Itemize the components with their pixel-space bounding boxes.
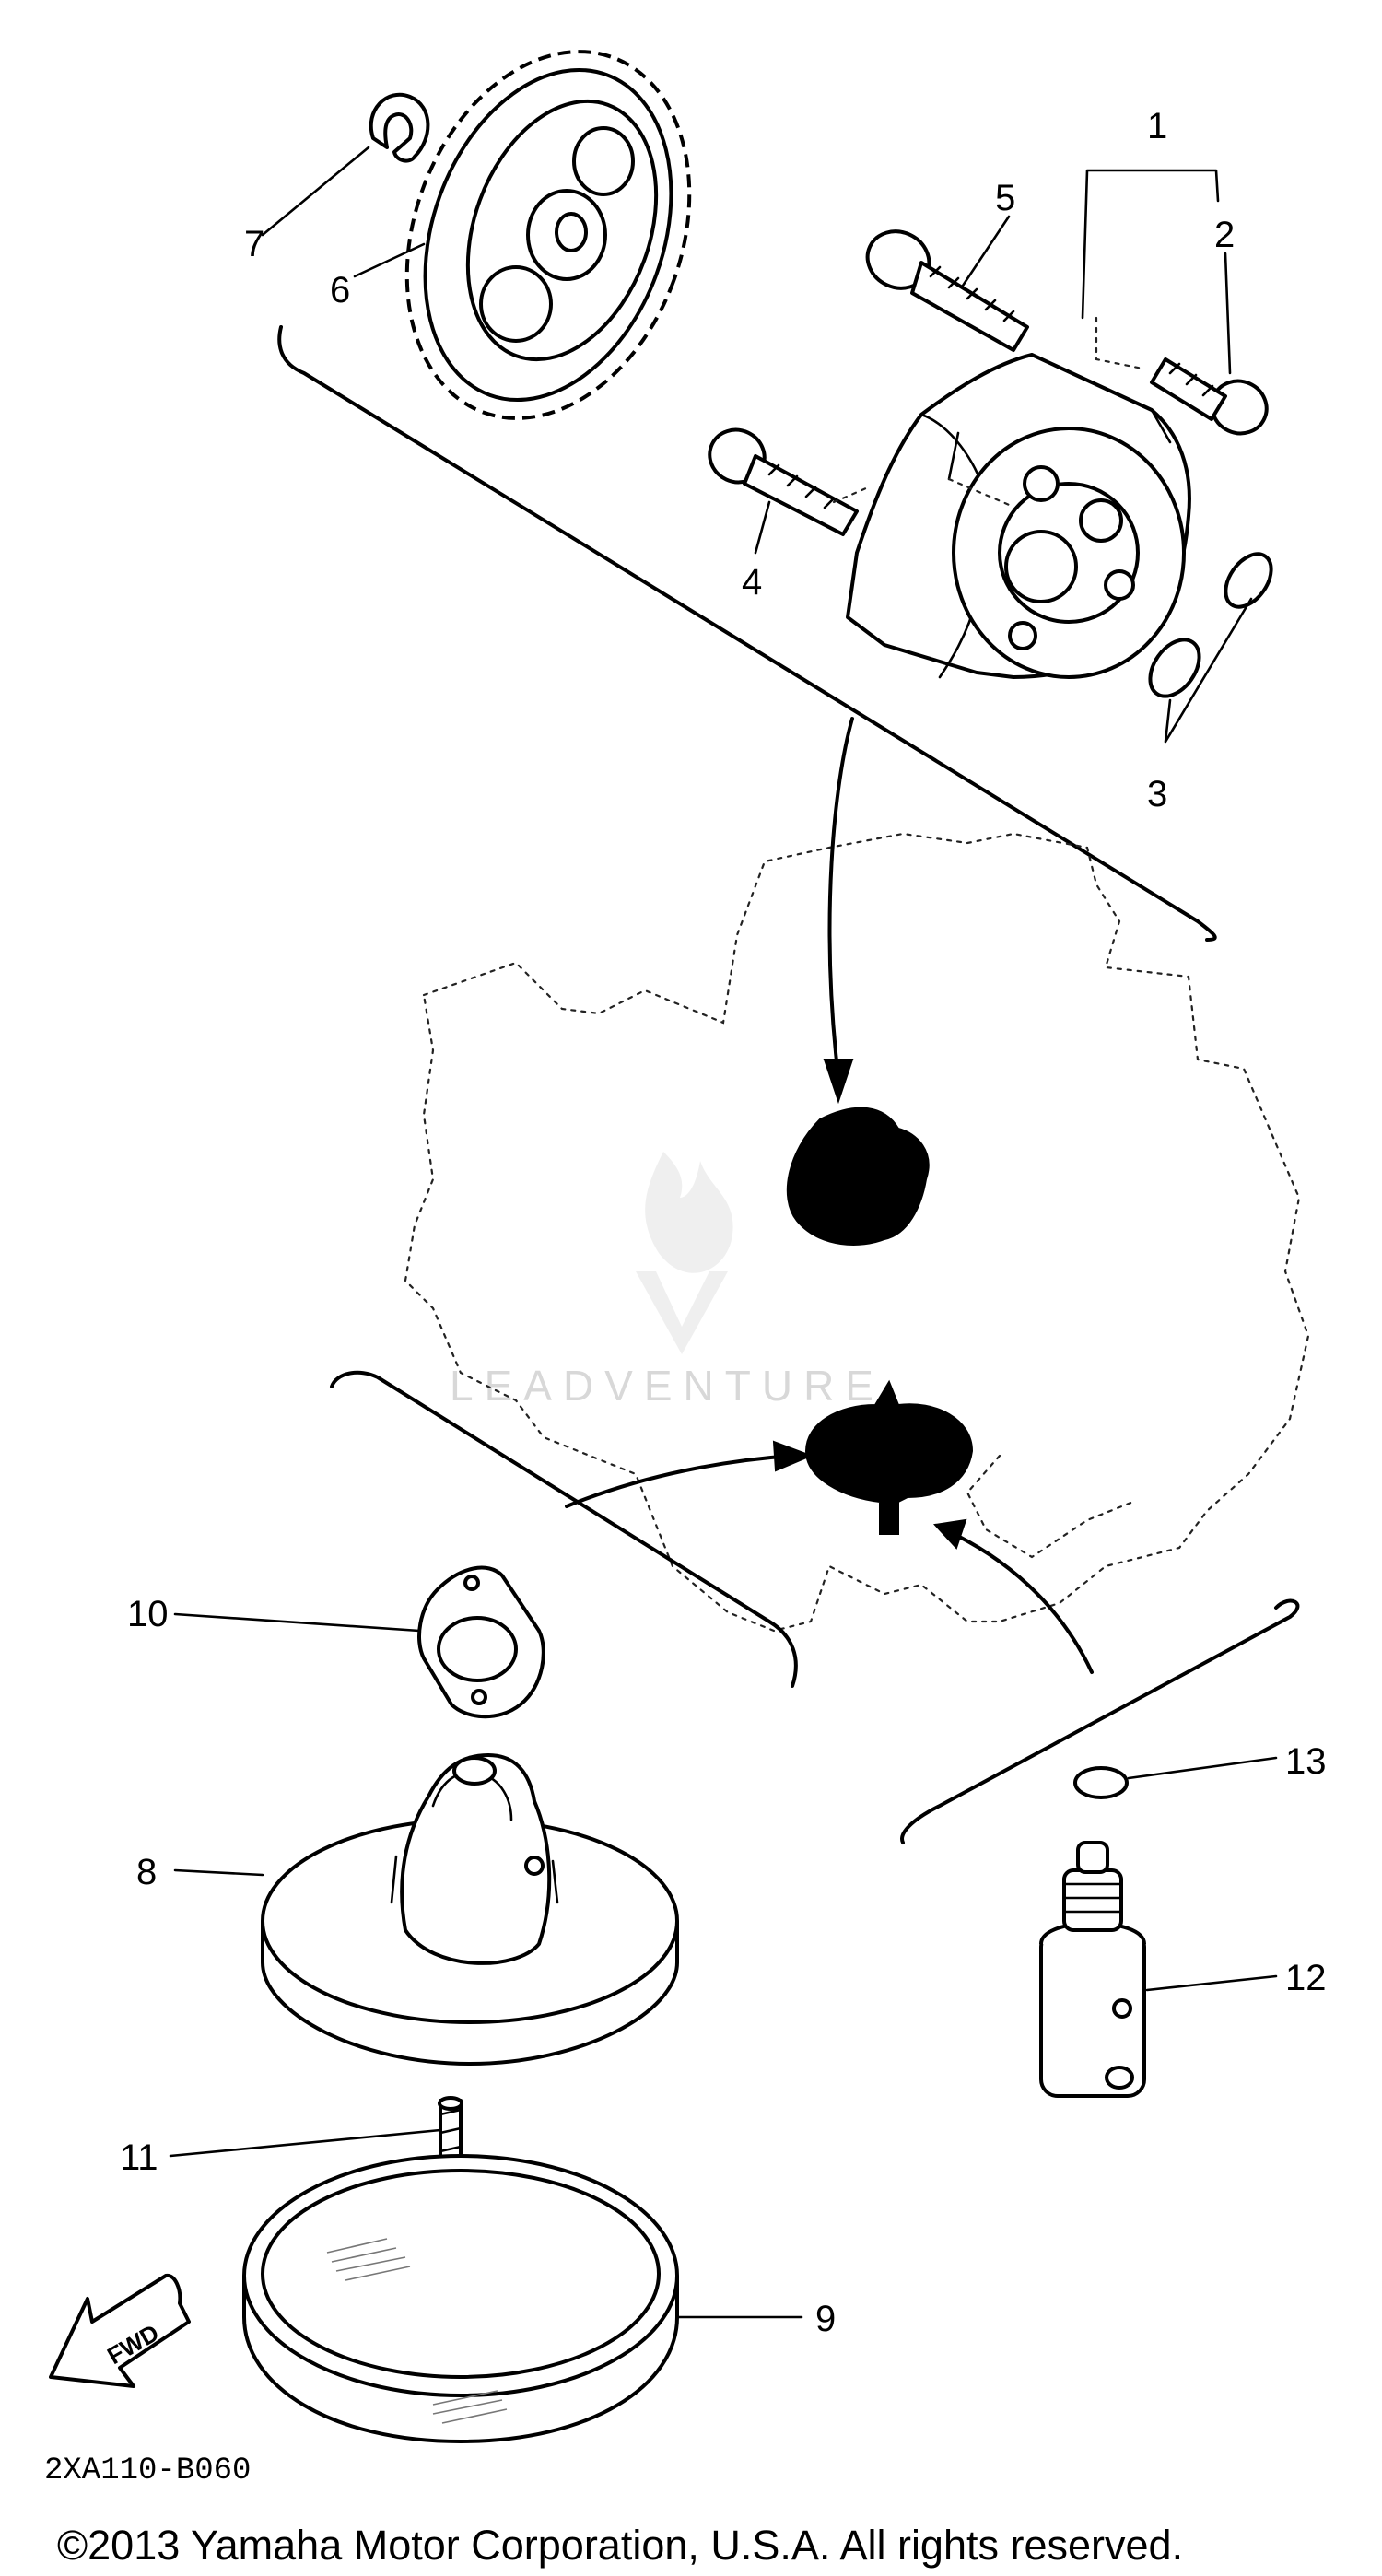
relief-valve-12 <box>1039 1841 1146 2098</box>
forward-direction-arrow: FWD <box>49 2273 191 2388</box>
lower-right-bracket <box>900 1598 1300 1844</box>
copyright-notice: ©2013 Yamaha Motor Corporation, U.S.A. A… <box>57 2522 1183 2569</box>
strainer-housing-8 <box>261 1753 679 2066</box>
strainer-arrow-head <box>772 1440 814 1472</box>
strainer-screen-9 <box>242 2154 679 2443</box>
callout-3: 3 <box>1147 774 1167 814</box>
callout-8: 8 <box>136 1852 157 1892</box>
pump-arrow <box>827 717 854 1080</box>
o-ring-13 <box>1073 1766 1129 1799</box>
callout-1: 1 <box>1147 106 1167 146</box>
bolt-5 <box>865 229 1029 352</box>
callout-7: 7 <box>244 224 264 264</box>
pump-arrow-head <box>823 1059 854 1105</box>
strainer-arrow <box>565 1454 794 1508</box>
relief-arrow-head <box>932 1518 967 1550</box>
callout-13: 13 <box>1285 1741 1327 1782</box>
gasket-10 <box>417 1565 545 1719</box>
engine-outline-inner <box>966 1454 1135 1559</box>
callout-6: 6 <box>330 270 350 310</box>
leader-lines <box>169 146 1278 2319</box>
bolt-4 <box>708 427 859 536</box>
pump-gear-6 <box>404 50 692 420</box>
engine-outline <box>404 832 1310 1633</box>
o-rings-3 <box>1148 552 1273 698</box>
engine-pump-port <box>786 1107 930 1246</box>
callout-2: 2 <box>1214 215 1235 255</box>
alignment-lines <box>832 316 1144 509</box>
callout-11: 11 <box>120 2137 158 2178</box>
callout-12: 12 <box>1285 1958 1327 1998</box>
callout-10: 10 <box>127 1594 169 1634</box>
upper-bracket <box>277 325 1217 942</box>
watermark-text: LEADVENTURE <box>450 1362 884 1410</box>
callout-5: 5 <box>995 178 1015 218</box>
callout-9: 9 <box>815 2299 836 2339</box>
callout-4: 4 <box>742 562 762 603</box>
oil-pump-assembly <box>846 353 1191 679</box>
drawing-code: 2XA110-B060 <box>44 2453 251 2488</box>
engine-strainer-port <box>804 1379 974 1535</box>
lower-left-bracket <box>330 1370 798 1688</box>
bolt-2 <box>1150 357 1269 436</box>
circlip-7 <box>369 92 430 163</box>
relief-arrow <box>943 1528 1094 1674</box>
watermark-logo <box>636 1152 733 1354</box>
callout-numbers: 1 2 3 4 5 6 7 8 9 10 11 12 13 <box>120 106 1327 2339</box>
